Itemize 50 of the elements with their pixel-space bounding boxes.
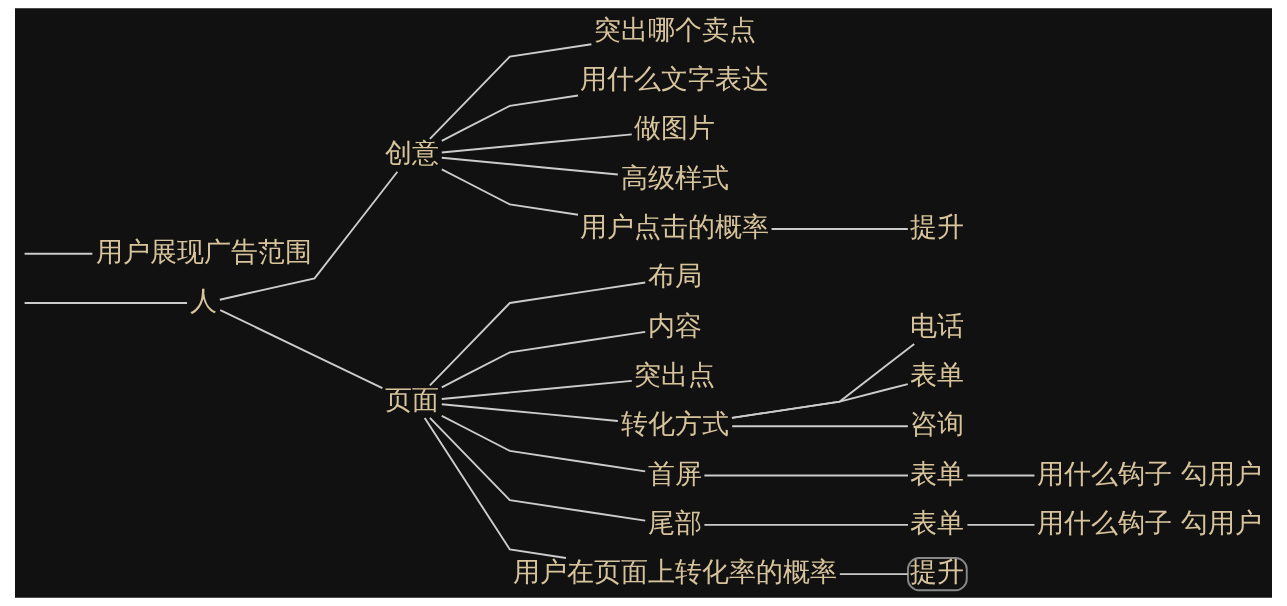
connector	[770, 228, 909, 230]
connector	[440, 414, 647, 473]
connector	[703, 474, 909, 477]
node-text: 创意	[385, 137, 440, 169]
connector	[423, 417, 567, 559]
connector	[219, 309, 384, 390]
connector	[966, 474, 1036, 477]
node-text: 咨询	[910, 408, 965, 440]
node-text: 用什么文字表达	[580, 63, 770, 95]
node-text: 尾部	[647, 506, 702, 538]
node-text: 高级样式	[620, 161, 729, 193]
connector	[23, 302, 188, 304]
connector	[966, 523, 1036, 526]
node-text: 突出哪个卖点	[593, 13, 756, 45]
node-text: 突出点	[634, 358, 716, 390]
connector	[440, 156, 619, 176]
connector	[440, 168, 579, 216]
connector	[440, 379, 633, 400]
node-text: 用户展现广告范围	[95, 235, 312, 267]
node-text: 用户在页面上转化率的概率	[512, 556, 837, 588]
connector	[428, 416, 647, 522]
node-text: 内容	[647, 309, 702, 341]
connector	[218, 170, 399, 301]
node-text: 用什么钩子 勾用户	[1037, 506, 1262, 538]
node-text: 布局	[647, 260, 702, 292]
node-text: 人	[190, 285, 218, 317]
node-text: 做图片	[634, 112, 716, 144]
node-text: 表单	[910, 457, 965, 489]
node-text: 电话	[910, 309, 965, 341]
connector	[440, 94, 579, 142]
node-text: 用什么钩子 勾用户	[1037, 457, 1262, 489]
node-text: 首屏	[647, 457, 702, 489]
node-text: 表单	[910, 358, 965, 390]
connector	[730, 343, 916, 419]
node-box: 提升	[907, 557, 968, 592]
connector	[731, 425, 909, 428]
connector	[23, 252, 94, 255]
connector	[428, 281, 647, 387]
node-text: 页面	[385, 383, 440, 415]
node-text: 用户点击的概率	[580, 211, 770, 243]
node-text: 提升	[910, 211, 965, 243]
node-text: 表单	[910, 506, 965, 538]
connector	[440, 133, 633, 154]
connector	[440, 330, 647, 389]
node-text: 转化方式	[620, 408, 729, 440]
connector	[440, 403, 619, 422]
connector	[730, 383, 909, 419]
connector	[703, 523, 909, 526]
connector	[838, 573, 909, 576]
connector	[428, 43, 593, 140]
